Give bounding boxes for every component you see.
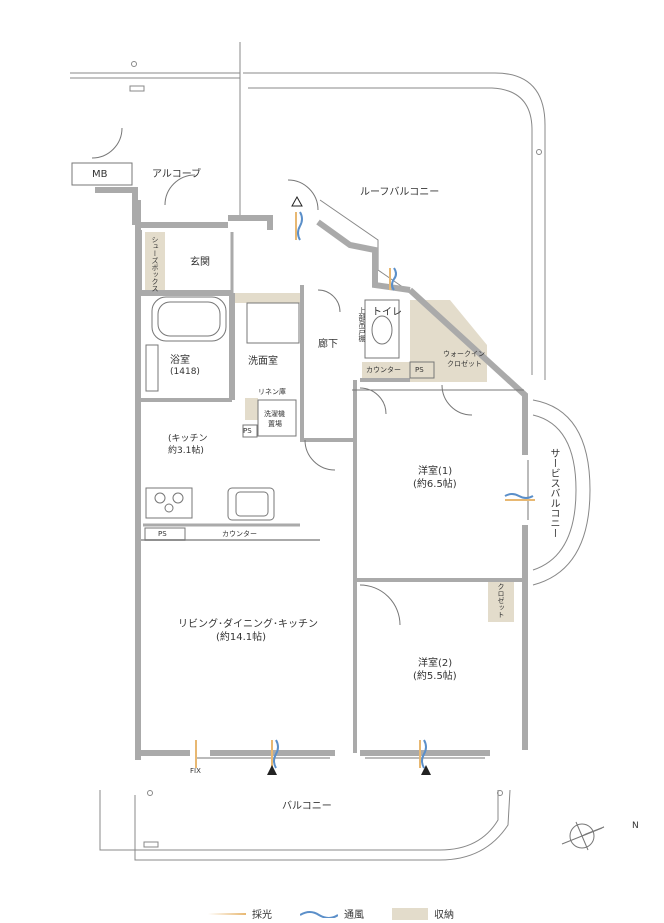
balcony-outlines — [70, 42, 591, 861]
western2-size: (約5.5帖) — [413, 671, 457, 682]
wind-swatch — [300, 910, 338, 918]
washer-label-2: 置場 — [268, 420, 282, 428]
walkin-label-1: ウォークイン — [443, 350, 485, 358]
walkin-label-2: クロゼット — [447, 360, 482, 368]
washer-label-1: 洗濯機 — [264, 410, 285, 418]
balcony-label: バルコニー — [282, 801, 332, 812]
ventilation-markers — [195, 211, 535, 769]
legend-wind: 通風 — [300, 906, 364, 921]
western1-label: 洋室(1) — [418, 466, 453, 477]
ldk-label: リビング･ダイニング･キッチン — [178, 619, 318, 630]
legend-wind-label: 通風 — [344, 910, 364, 921]
toilet-counter-label: カウンター — [366, 366, 401, 374]
entrance-label: 玄関 — [190, 257, 210, 268]
fix-label: FIX — [190, 767, 201, 775]
kitchen-label: (キッチン — [168, 434, 208, 444]
shoebox-label: シューズボックス — [151, 236, 159, 292]
mb-label: MB — [92, 169, 108, 180]
bath-size: (1418) — [170, 367, 200, 377]
ps-label-toilet: PS — [415, 366, 424, 374]
upper-shelf-label: 上部吊戸棚 — [358, 306, 366, 342]
ldk-size: (約14.1帖) — [216, 632, 267, 643]
light-swatch — [208, 912, 246, 915]
legend-light-label: 採光 — [252, 910, 272, 921]
corridor-label: 廊下 — [318, 339, 338, 350]
north-label: N — [632, 821, 639, 831]
ps-label-wash: PS — [243, 427, 252, 435]
thin-lines — [71, 127, 605, 851]
roof-balcony-label: ルーフバルコニー — [360, 187, 440, 198]
linen-label: リネン庫 — [258, 388, 286, 396]
legend-storage: 収納 — [392, 906, 454, 921]
toilet-label: トイレ — [372, 307, 402, 318]
legend-storage-label: 収納 — [434, 910, 454, 921]
closet-label: クロゼット — [497, 582, 505, 618]
kitchen-counter-label: カウンター — [222, 530, 257, 538]
walls — [95, 187, 528, 760]
western1-size: (約6.5帖) — [413, 479, 457, 490]
western2-label: 洋室(2) — [418, 658, 453, 669]
alcove-label: アルコーブ — [152, 169, 202, 180]
service-balcony-label: サービスバルコニー — [548, 448, 559, 538]
bath-label: 浴室 — [170, 355, 190, 366]
arrow-markers — [267, 195, 431, 775]
kitchen-size: 約3.1帖) — [168, 446, 204, 456]
ps-label-kitchen: PS — [158, 530, 167, 538]
washroom-label: 洗面室 — [248, 356, 278, 367]
legend-light: 採光 — [208, 906, 272, 921]
storage-swatch — [392, 907, 428, 920]
